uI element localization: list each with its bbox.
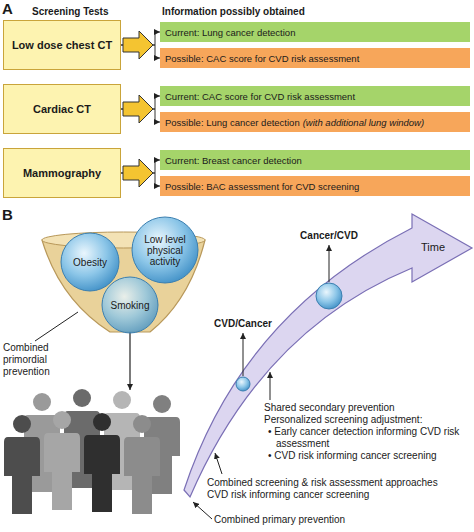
marker-shape: [294, 230, 364, 310]
risk-factor-bubble: Low level physical activity: [131, 216, 199, 284]
risk-factor-bubble: Smoking: [101, 276, 159, 334]
node-text: Smoking: [105, 300, 156, 311]
screening-test-box: Low dose chest CT: [3, 20, 121, 70]
connector-group: [121, 32, 160, 186]
column-header: Information possibly obtained: [162, 6, 305, 18]
event-marker: Cancer/CVD: [294, 230, 364, 310]
people-group: [4, 389, 180, 514]
person-figure: [84, 413, 120, 512]
marker-arrow: [329, 245, 330, 282]
bullet-text: • CVD risk informing cancer screening: [268, 450, 474, 462]
node-text: Possible: Lung cancer detection: [165, 117, 300, 128]
node-text: Low level physical activity: [131, 234, 199, 267]
node-text: Low dose chest CT: [12, 39, 112, 51]
node-text: Current: Breast cancer detection: [165, 155, 302, 166]
column-header: Screening Tests: [32, 6, 109, 18]
panel-label: A: [2, 0, 13, 18]
possible-info-box: Possible: BAC assessment for CVD screeni…: [160, 176, 470, 196]
chevron-arrow: [123, 95, 153, 123]
bubble-circle: [132, 217, 198, 283]
screening-test-box: Mammography: [3, 148, 121, 198]
node-text: Cancer/CVD: [274, 230, 384, 241]
possible-info-box: Possible: Lung cancer detection(with add…: [160, 112, 470, 132]
node-text: Cardiac CT: [33, 103, 91, 115]
note-text: CVD risk informing cancer screening: [207, 489, 369, 501]
node-text: Possible: BAC assessment for CVD screeni…: [165, 181, 359, 192]
panel-label: B: [2, 206, 13, 224]
note-text: Combined primordial prevention: [3, 342, 75, 378]
marker-arrow: [243, 333, 244, 376]
note-heading: Shared secondary prevention: [264, 402, 395, 414]
current-info-box: Current: CAC score for CVD risk assessme…: [160, 86, 470, 106]
current-info-box: Current: Breast cancer detection: [160, 150, 470, 170]
leader-arrow: [193, 502, 212, 519]
risk-factor-bubble: Obesity: [60, 232, 120, 292]
node-text: Possible: CAC score for CVD risk assessm…: [165, 53, 359, 64]
leader-arrow: [270, 372, 271, 400]
bracket-connector: [121, 109, 160, 122]
person-figure: [124, 415, 160, 514]
node-text: (with additional lung window): [303, 117, 424, 128]
note-text: Combined primary prevention: [214, 514, 345, 526]
person-figure: [44, 411, 80, 510]
marker-shape: [208, 318, 278, 392]
leader-arrow: [215, 453, 222, 474]
possible-info-box: Possible: CAC score for CVD risk assessm…: [160, 48, 470, 68]
bullet-text: • Early cancer detection informing CVD r…: [268, 426, 474, 450]
bracket-connector: [121, 173, 160, 186]
node-text: CVD/Cancer: [188, 318, 298, 329]
chevron-arrow: [123, 31, 153, 59]
bubble-circle: [102, 277, 158, 333]
marker-circle: [236, 377, 250, 391]
node-text: Mammography: [23, 167, 101, 179]
node-text: Current: CAC score for CVD risk assessme…: [165, 91, 355, 102]
node-text: Time: [421, 241, 445, 253]
funnel-arrow: [129, 332, 130, 390]
current-info-box: Current: Lung cancer detection: [160, 22, 470, 42]
bracket-connector: [121, 32, 160, 45]
node-text: Current: Lung cancer detection: [165, 27, 295, 38]
leader-line: [35, 312, 78, 341]
marker-circle: [316, 283, 342, 309]
screening-test-box: Cardiac CT: [3, 84, 121, 134]
bracket-connector: [121, 45, 160, 58]
bracket-connector: [121, 96, 160, 109]
chevron-arrow: [123, 159, 153, 187]
event-marker: CVD/Cancer: [208, 318, 278, 392]
note-text: Combined screening & risk assessment app…: [207, 477, 438, 489]
node-text: Obesity: [67, 257, 113, 268]
note-text: Personalized screening adjustment:: [264, 414, 422, 426]
bracket-connector: [121, 160, 160, 173]
bubble-circle: [61, 233, 119, 291]
person-figure: [4, 415, 40, 514]
